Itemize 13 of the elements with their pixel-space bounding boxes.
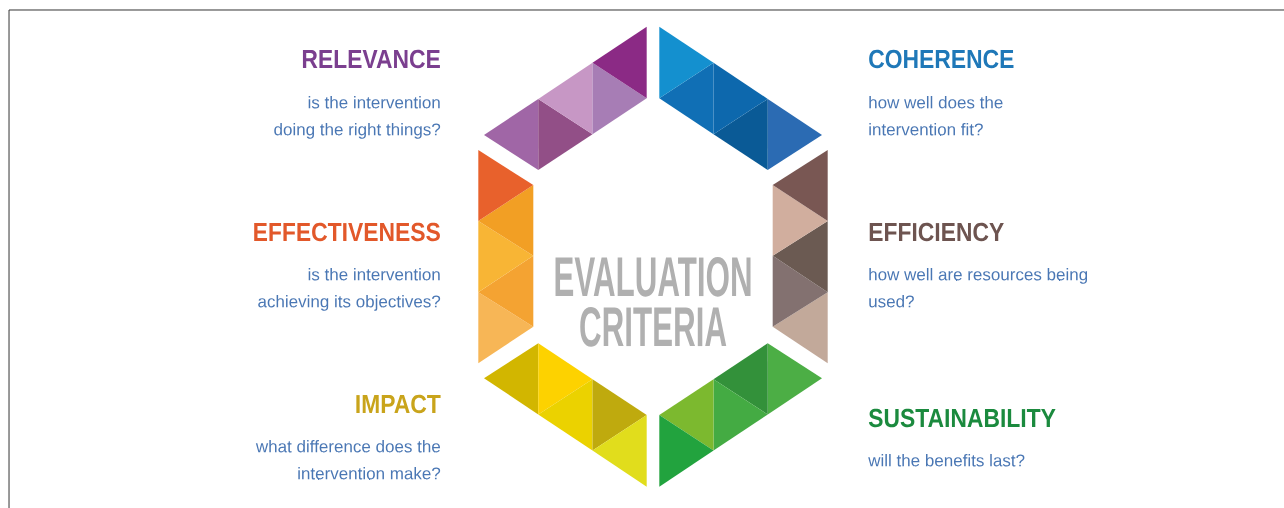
question-text: how well does the intervention fit? bbox=[869, 96, 1003, 136]
question-text: is the intervention achieving its objectives? bbox=[258, 268, 441, 311]
criterion-heading: SUSTAINABILITY bbox=[868, 408, 1056, 428]
criterion-heading: EFFECTIVENESS bbox=[254, 222, 440, 242]
question-text: how well are resources being used? bbox=[869, 268, 1088, 308]
question-text: will the benefits last? bbox=[868, 454, 1025, 467]
criterion-heading: COHERENCE bbox=[869, 49, 1014, 69]
question-text: is the intervention doing the right things? bbox=[274, 96, 441, 139]
center-title: EVALUATION CRITERIA bbox=[555, 257, 751, 347]
criterion-heading: RELEVANCE bbox=[302, 49, 440, 69]
criterion-heading: IMPACT bbox=[356, 394, 441, 414]
question-text: what difference does the intervention make? bbox=[255, 440, 441, 480]
criterion-heading: EFFICIENCY bbox=[869, 222, 1004, 242]
